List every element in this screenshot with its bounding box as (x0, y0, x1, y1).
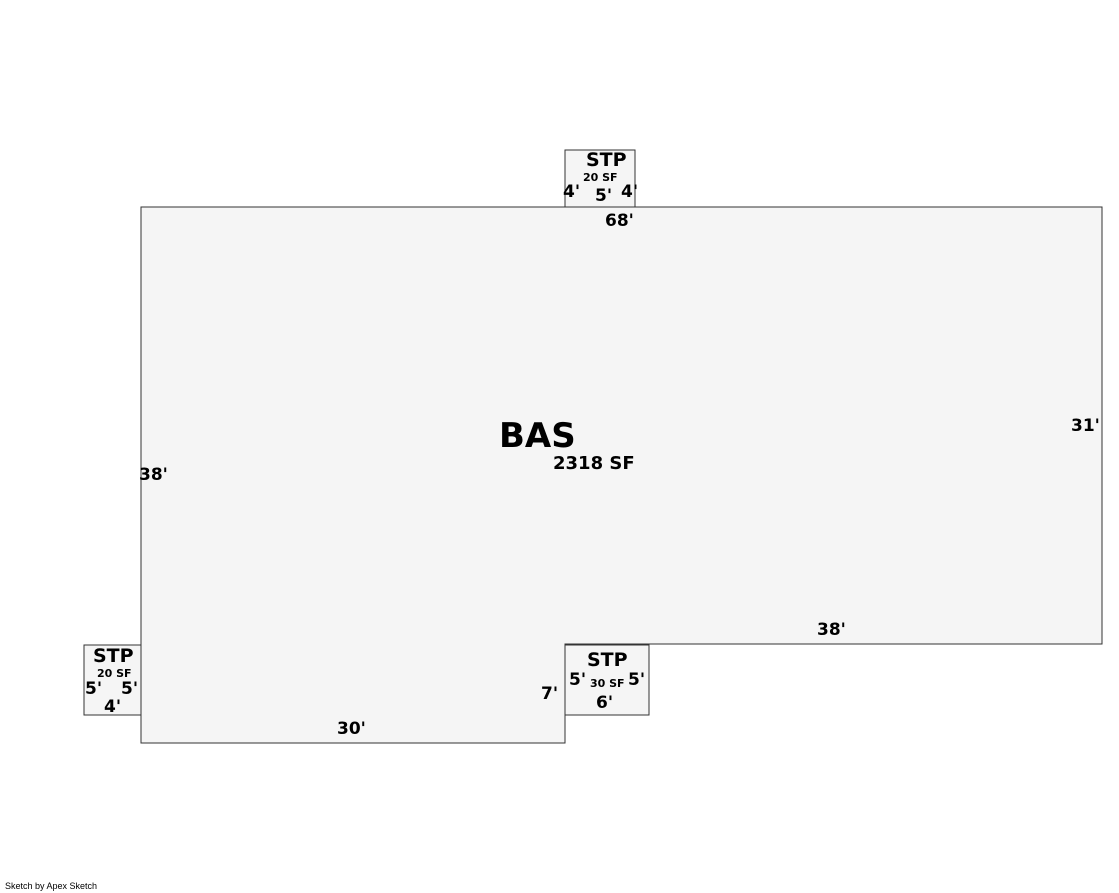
stp-top-label: STP (586, 149, 627, 171)
bas-dim-right: 31' (1071, 416, 1100, 436)
stp-bottom-label: STP (587, 649, 628, 671)
stp-bottom-dim-left: 5' (569, 670, 587, 690)
bas-dim-step: 7' (541, 684, 559, 704)
stp-top-outline (564, 149, 636, 208)
bas-dim-bottom-left: 30' (337, 719, 366, 739)
bas-dim-bottom-right: 38' (817, 620, 846, 640)
stp-bottom-outline (564, 644, 650, 716)
stp-left-dim-bottom: 4' (104, 697, 122, 717)
stp-top-dim-right: 4' (621, 182, 639, 202)
bas-dim-top: 68' (605, 211, 634, 231)
stp-left-dim-left: 5' (85, 679, 103, 699)
stp-top-dim-bottom: 5' (595, 186, 613, 206)
bas-dim-left: 38' (139, 465, 168, 485)
stp-left-dim-right: 5' (121, 679, 139, 699)
stp-bottom-dim-bottom: 6' (596, 693, 614, 713)
stp-top-dim-left: 4' (563, 182, 581, 202)
stp-left-sf: 20 SF (97, 667, 132, 680)
stp-left-outline (83, 644, 142, 716)
bas-area-sf: 2318 SF (553, 453, 635, 474)
bas-label: BAS (499, 416, 576, 456)
sketch-credit: Sketch by Apex Sketch (5, 881, 98, 891)
stp-left-label: STP (93, 645, 134, 667)
stp-top-sf: 20 SF (583, 171, 618, 184)
stp-bottom-sf: 30 SF (590, 677, 625, 690)
bas-area-outline (140, 206, 1103, 744)
stp-bottom-dim-right: 5' (628, 670, 646, 690)
